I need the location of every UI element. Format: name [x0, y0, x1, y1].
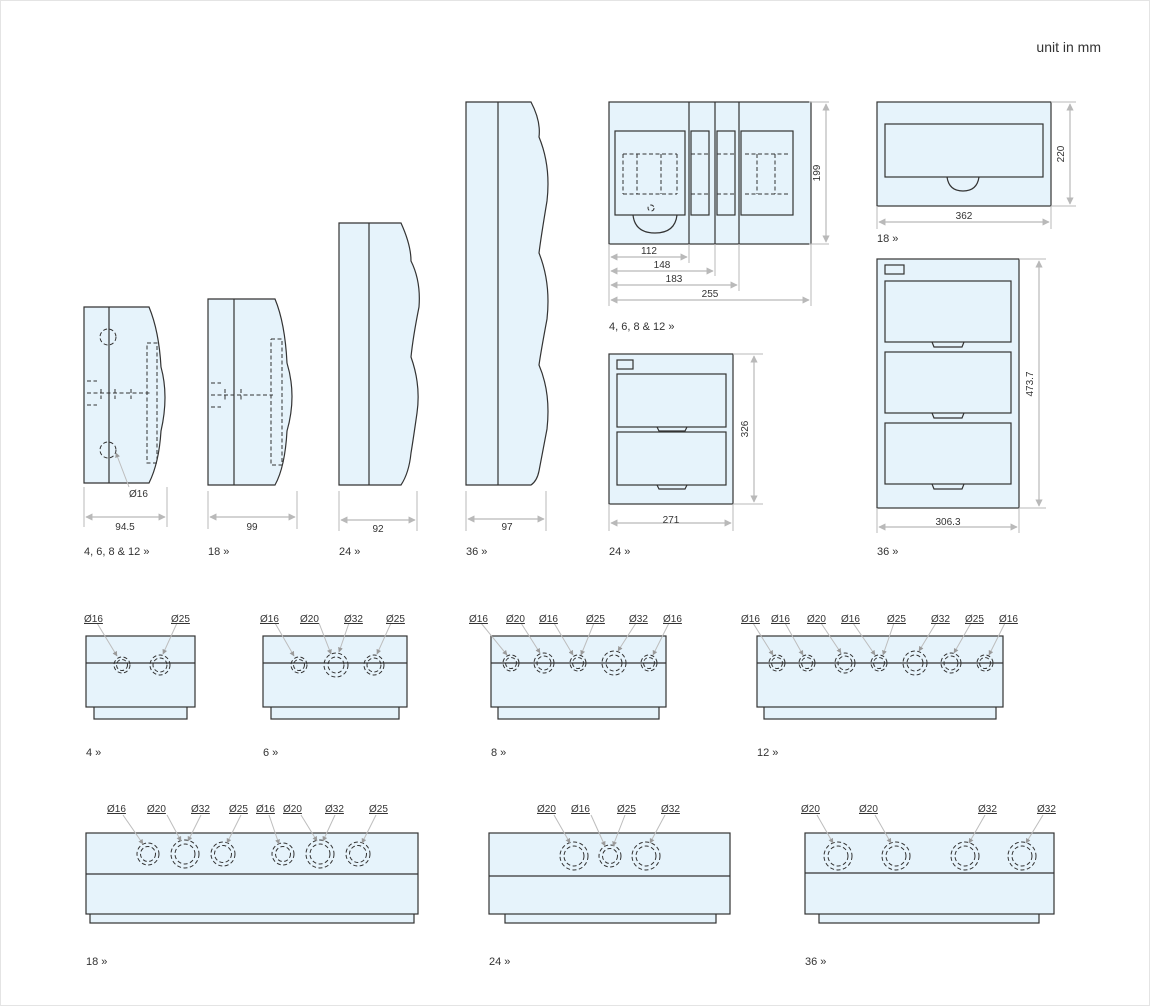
caption-front-4-12: 4, 6, 8 & 12 » — [609, 321, 675, 333]
caption-front-18: 18 » — [877, 233, 899, 245]
caption-top-12: 12 » — [757, 747, 779, 759]
svg-text:Ø32: Ø32 — [1037, 804, 1056, 815]
svg-text:Ø20: Ø20 — [147, 804, 166, 815]
dim-306-3: 306.3 — [935, 517, 960, 528]
caption-front-36: 36 » — [877, 546, 899, 558]
svg-text:Ø32: Ø32 — [661, 804, 680, 815]
svg-text:Ø20: Ø20 — [506, 614, 525, 625]
svg-text:Ø25: Ø25 — [887, 614, 906, 625]
caption-side-24: 24 » — [339, 546, 361, 558]
svg-text:Ø32: Ø32 — [978, 804, 997, 815]
dim-183: 183 — [666, 274, 683, 285]
svg-text:Ø16: Ø16 — [469, 614, 488, 625]
svg-text:Ø32: Ø32 — [931, 614, 950, 625]
top-view-36: Ø20 Ø20 Ø32 Ø32 — [801, 804, 1056, 924]
svg-text:Ø25: Ø25 — [617, 804, 636, 815]
caption-side-36: 36 » — [466, 546, 488, 558]
front-view-18: 220 362 — [876, 101, 1076, 229]
svg-text:Ø16: Ø16 — [260, 614, 279, 625]
caption-top-24: 24 » — [489, 956, 511, 968]
dim-199: 199 — [812, 164, 823, 181]
svg-text:Ø20: Ø20 — [300, 614, 319, 625]
dim-326: 326 — [740, 420, 751, 437]
svg-text:Ø16: Ø16 — [999, 614, 1018, 625]
svg-text:Ø25: Ø25 — [586, 614, 605, 625]
svg-text:Ø16: Ø16 — [539, 614, 558, 625]
svg-text:Ø16: Ø16 — [841, 614, 860, 625]
dim-255: 255 — [702, 289, 719, 300]
dim-97: 97 — [501, 522, 513, 533]
front-view-4-12: 199 112 148 183 255 — [608, 101, 830, 306]
top-view-18: Ø16 Ø20 Ø32 Ø25 Ø16 Ø20 Ø32 Ø25 — [85, 804, 419, 924]
dim-94-5: 94.5 — [115, 522, 135, 533]
svg-text:Ø25: Ø25 — [369, 804, 388, 815]
svg-text:Ø25: Ø25 — [386, 614, 405, 625]
caption-side-18: 18 » — [208, 546, 230, 558]
svg-text:Ø16: Ø16 — [663, 614, 682, 625]
caption-top-36: 36 » — [805, 956, 827, 968]
dim-362: 362 — [956, 211, 973, 222]
unit-note: unit in mm — [1036, 39, 1101, 55]
svg-text:Ø16: Ø16 — [771, 614, 790, 625]
caption-side-4-12: 4, 6, 8 & 12 » — [84, 546, 150, 558]
svg-text:Ø16: Ø16 — [107, 804, 126, 815]
caption-front-24: 24 » — [609, 546, 631, 558]
side-view-18: 99 — [207, 298, 298, 533]
svg-text:Ø20: Ø20 — [859, 804, 878, 815]
top-view-4: Ø16 Ø25 — [84, 614, 196, 720]
caption-top-8: 8 » — [491, 747, 507, 759]
caption-top-18: 18 » — [86, 956, 108, 968]
svg-text:Ø16: Ø16 — [741, 614, 760, 625]
svg-text:Ø20: Ø20 — [801, 804, 820, 815]
side-view-36: 97 — [465, 101, 549, 533]
side-view-24: 92 — [338, 222, 420, 535]
top-view-24: Ø20 Ø16 Ø25 Ø32 — [488, 804, 731, 924]
dim-99: 99 — [246, 522, 258, 533]
svg-text:Ø25: Ø25 — [965, 614, 984, 625]
svg-text:Ø20: Ø20 — [537, 804, 556, 815]
svg-text:Ø32: Ø32 — [191, 804, 210, 815]
svg-text:Ø16: Ø16 — [256, 804, 275, 815]
dim-220: 220 — [1056, 145, 1067, 162]
top-view-12: Ø16 Ø16 Ø20 Ø16 Ø25 Ø32 Ø25 Ø16 — [741, 614, 1018, 720]
top-view-6: Ø16 Ø20 Ø32 Ø25 — [260, 614, 408, 720]
svg-text:Ø32: Ø32 — [344, 614, 363, 625]
svg-text:Ø16: Ø16 — [571, 804, 590, 815]
front-view-24: 326 271 — [608, 353, 763, 531]
caption-top-4: 4 » — [86, 747, 102, 759]
svg-text:Ø25: Ø25 — [229, 804, 248, 815]
svg-text:Ø25: Ø25 — [171, 614, 190, 625]
svg-text:Ø20: Ø20 — [807, 614, 826, 625]
svg-text:Ø32: Ø32 — [629, 614, 648, 625]
side-view-4-12: Ø16 94.5 — [83, 306, 168, 533]
dim-473-7: 473.7 — [1025, 371, 1036, 396]
dim-271: 271 — [663, 515, 680, 526]
side-callout-o16: Ø16 — [129, 489, 148, 500]
top-view-8: Ø16 Ø20 Ø16 Ø25 Ø32 Ø16 — [469, 614, 682, 720]
dim-92: 92 — [372, 524, 384, 535]
svg-text:Ø20: Ø20 — [283, 804, 302, 815]
front-view-36: 473.7 306.3 — [876, 258, 1046, 533]
svg-text:Ø32: Ø32 — [325, 804, 344, 815]
svg-text:Ø16: Ø16 — [84, 614, 103, 625]
caption-top-6: 6 » — [263, 747, 279, 759]
dim-112: 112 — [641, 246, 657, 257]
dim-148: 148 — [654, 260, 671, 271]
